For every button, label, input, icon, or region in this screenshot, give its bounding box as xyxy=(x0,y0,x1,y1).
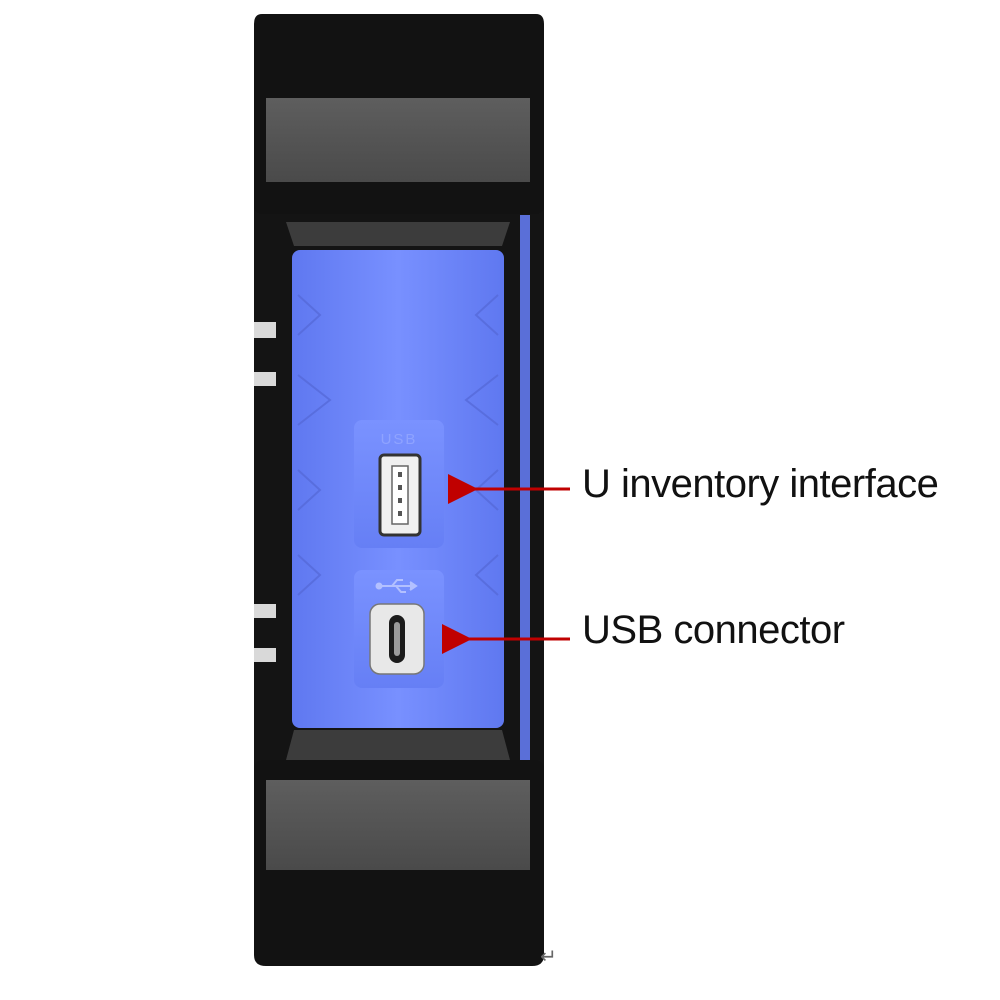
callout-label-usb-connector: USB connector xyxy=(582,608,845,652)
return-mark-icon: ↵ xyxy=(540,944,557,968)
usb-port-label: USB xyxy=(381,431,418,448)
callout-label-u-inventory-interface: U inventory interface xyxy=(582,462,939,506)
panel-chevrons xyxy=(297,294,499,596)
side-grips xyxy=(254,322,276,662)
usb-a-tongue xyxy=(391,465,409,525)
bottom-bumper xyxy=(266,780,530,870)
usb-icon xyxy=(375,579,418,593)
top-bumper xyxy=(266,98,530,182)
inner-frame-bottom xyxy=(286,730,510,760)
inner-frame-top xyxy=(286,222,510,246)
